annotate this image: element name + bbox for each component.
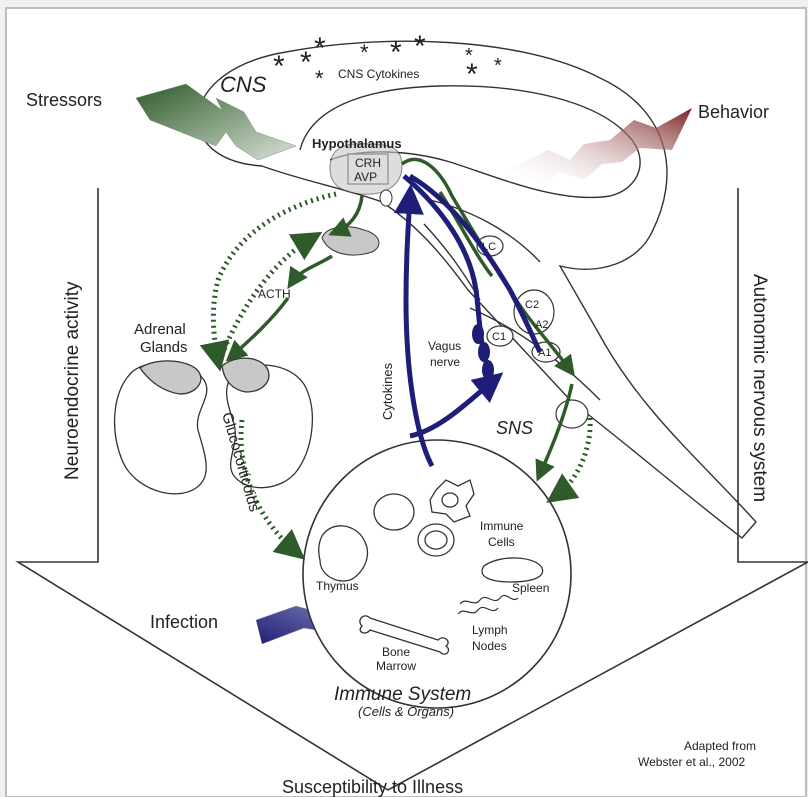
crh-label: CRH	[355, 156, 381, 170]
immune-cell-1	[374, 494, 414, 530]
a1-label: A1	[538, 347, 551, 359]
svg-text:*: *	[494, 55, 502, 77]
svg-text:*: *	[315, 66, 324, 91]
cytokines-label: Cytokines	[380, 362, 395, 420]
pituitary-stalk	[380, 190, 392, 206]
lc-label: LC	[482, 241, 496, 253]
sns-label: SNS	[496, 418, 533, 438]
adrenal-label-line1: Adrenal	[134, 321, 186, 338]
immune-system-label: Immune System	[334, 684, 471, 705]
attribution-line1: Adapted from	[684, 739, 756, 753]
c1-label: C1	[492, 331, 506, 343]
autonomic-label: Autonomic nervous system	[749, 274, 770, 502]
a2-label: A2	[535, 319, 548, 331]
immune-cell-3-inner	[442, 493, 458, 507]
spleen-shape	[482, 558, 543, 582]
acth-label: ACTH	[258, 287, 291, 301]
neuroendocrine-label: Neuroendocrine activity	[62, 281, 83, 480]
svg-text:*: *	[314, 32, 326, 65]
svg-text:*: *	[360, 40, 369, 65]
cns-label: CNS	[220, 72, 267, 97]
bone-label-line2: Marrow	[376, 659, 416, 673]
susceptibility-label: Susceptibility to Illness	[282, 777, 463, 797]
spleen-label: Spleen	[512, 581, 549, 595]
cns-cytokines-label: CNS Cytokines	[338, 67, 419, 81]
immune-cells-label-line1: Immune	[480, 519, 524, 533]
stressors-label: Stressors	[26, 90, 102, 110]
immune-system-sublabel: (Cells & Organs)	[358, 704, 454, 719]
vagus-label-line1: Vagus	[428, 339, 461, 353]
svg-text:*: *	[466, 58, 478, 91]
svg-text:*: *	[300, 46, 312, 79]
adrenal-label-line2: Glands	[140, 339, 188, 356]
svg-text:*: *	[273, 50, 285, 83]
immune-cells-label-line2: Cells	[488, 535, 515, 549]
attribution-line2: Webster et al., 2002	[638, 755, 746, 769]
immune-cell-2-inner	[425, 531, 447, 549]
hypothalamus-label: Hypothalamus	[312, 136, 402, 151]
vagus-label-line2: nerve	[430, 355, 460, 369]
thymus-label: Thymus	[316, 579, 359, 593]
avp-label: AVP	[354, 170, 377, 184]
lymph-label-line2: Nodes	[472, 639, 507, 653]
thymus-shape	[319, 526, 368, 581]
svg-text:*: *	[390, 36, 402, 69]
behavior-label: Behavior	[698, 102, 769, 122]
bone-label-line1: Bone	[382, 645, 410, 659]
infection-label: Infection	[150, 612, 218, 632]
c2-label: C2	[525, 299, 539, 311]
lymph-label-line1: Lymph	[472, 623, 508, 637]
svg-text:*: *	[414, 30, 426, 63]
